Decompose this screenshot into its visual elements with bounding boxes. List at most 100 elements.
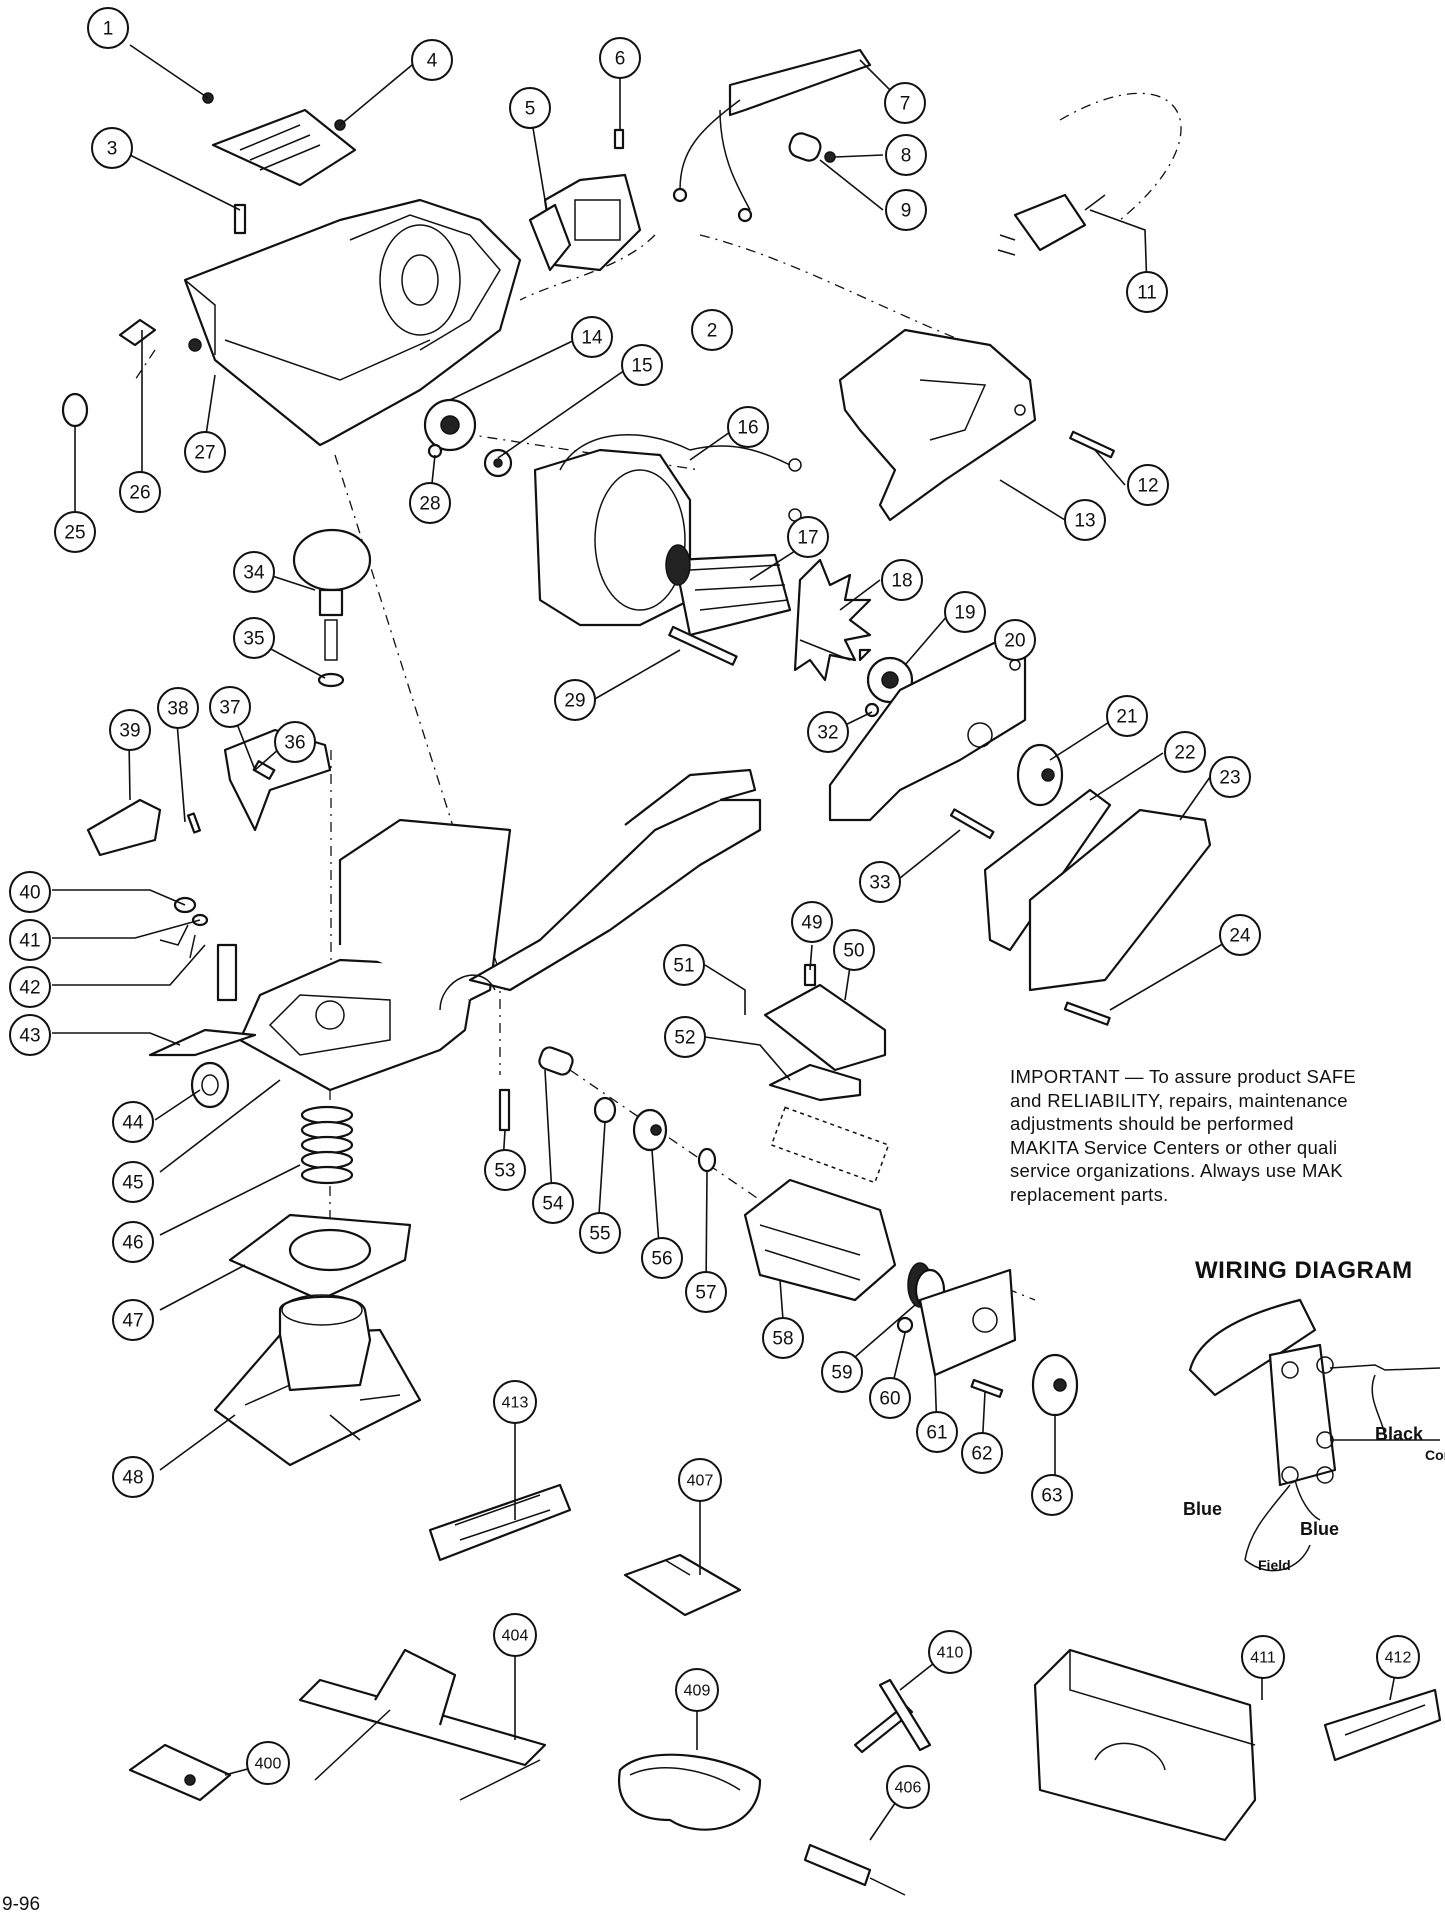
page-code: 9-96 <box>2 1894 41 1915</box>
callout-number: 48 <box>122 1468 143 1489</box>
pulley-shaft-parts <box>538 1046 717 1173</box>
callout-410: 410 <box>928 1630 972 1674</box>
callout-400: 400 <box>246 1741 290 1785</box>
callout-number: 52 <box>674 1028 695 1049</box>
callout-number: 28 <box>419 494 440 515</box>
notice-line: adjustments should be performed <box>1010 1113 1294 1134</box>
adjusting-knob <box>190 1061 230 1109</box>
callout-number: 56 <box>651 1249 672 1270</box>
callout-40: 40 <box>9 871 51 913</box>
callout-52: 52 <box>664 1016 706 1058</box>
callout-41: 41 <box>9 919 51 961</box>
wire-label-field: Field <box>1258 1557 1291 1573</box>
callout-number: 38 <box>167 699 188 720</box>
callout-number: 22 <box>1174 743 1195 764</box>
callout-36: 36 <box>274 721 316 763</box>
callout-number: 16 <box>737 418 758 439</box>
callout-43: 43 <box>9 1014 51 1056</box>
leader-lines <box>52 44 1399 1841</box>
callout-409: 409 <box>675 1668 719 1712</box>
callout-number: 5 <box>525 99 536 120</box>
callout-number: 12 <box>1137 476 1158 497</box>
callout-number: 9 <box>901 201 912 222</box>
callout-49: 49 <box>791 901 833 943</box>
callout-27: 27 <box>184 431 226 473</box>
callout-55: 55 <box>579 1212 621 1254</box>
bearing-box <box>828 638 1027 822</box>
callout-39: 39 <box>109 709 151 751</box>
callout-11: 11 <box>1126 271 1168 313</box>
wiring-diagram: Black Cor Blue Blue Field <box>1183 1298 1445 1573</box>
callout-14: 14 <box>571 316 613 358</box>
cord-clamp <box>788 132 836 163</box>
callout-17: 17 <box>787 516 829 558</box>
callout-number: 412 <box>1385 1650 1412 1667</box>
callout-number: 46 <box>122 1233 143 1254</box>
callout-number: 37 <box>219 698 240 719</box>
callout-12: 12 <box>1127 464 1169 506</box>
callout-group: 1234567891112131415161718192021222324252… <box>9 7 1420 1809</box>
callout-50: 50 <box>833 929 875 971</box>
callout-32: 32 <box>807 711 849 753</box>
callout-20: 20 <box>994 619 1036 661</box>
callout-number: 59 <box>831 1363 852 1384</box>
callout-23: 23 <box>1209 756 1251 798</box>
callout-number: 404 <box>502 1628 529 1645</box>
callout-number: 13 <box>1074 511 1095 532</box>
screws <box>61 92 1116 1398</box>
callout-number: 35 <box>243 629 264 650</box>
callout-22: 22 <box>1164 731 1206 773</box>
guide-rule-404 <box>298 1648 547 1801</box>
callout-25: 25 <box>54 511 96 553</box>
callout-number: 39 <box>119 721 140 742</box>
callout-number: 17 <box>797 528 818 549</box>
safety-goggles <box>618 1753 762 1831</box>
callout-411: 411 <box>1241 1635 1285 1679</box>
callout-number: 15 <box>631 356 652 377</box>
callout-number: 45 <box>122 1173 143 1194</box>
callout-number: 54 <box>542 1194 564 1215</box>
callout-7: 7 <box>884 82 926 124</box>
callout-number: 7 <box>900 94 911 115</box>
callout-33: 33 <box>859 861 901 903</box>
callout-number: 36 <box>284 733 305 754</box>
callout-number: 32 <box>817 723 838 744</box>
bearings <box>423 398 914 704</box>
callout-number: 60 <box>879 1389 900 1410</box>
callout-18: 18 <box>881 559 923 601</box>
callout-number: 20 <box>1004 631 1025 652</box>
callout-number: 61 <box>926 1423 947 1444</box>
callout-46: 46 <box>112 1221 154 1263</box>
callout-number: 55 <box>589 1224 610 1245</box>
callout-54: 54 <box>532 1182 574 1224</box>
drive-belt-group <box>983 743 1212 992</box>
spare-blades <box>1323 1688 1442 1762</box>
callout-number: 6 <box>615 49 626 70</box>
callout-number: 58 <box>772 1329 793 1350</box>
wing-nut-400 <box>128 1743 232 1802</box>
notice-line: replacement parts. <box>1010 1183 1169 1205</box>
callout-413: 413 <box>493 1380 537 1424</box>
callout-number: 27 <box>194 443 215 464</box>
callout-number: 24 <box>1229 926 1251 947</box>
callout-24: 24 <box>1219 914 1261 956</box>
callout-3: 3 <box>91 127 133 169</box>
callout-number: 49 <box>801 913 822 934</box>
drum-cover <box>763 983 887 1102</box>
switch-assembly <box>528 173 642 272</box>
callout-number: 25 <box>64 523 85 544</box>
callout-1: 1 <box>87 7 129 49</box>
motor-housing <box>183 198 522 447</box>
notice-line: service organizations. Always use MAK <box>1010 1160 1343 1181</box>
callout-number: 409 <box>684 1683 711 1700</box>
callout-59: 59 <box>821 1351 863 1393</box>
callout-407: 407 <box>678 1458 722 1502</box>
notice-line: and RELIABILITY, repairs, maintenance <box>1010 1089 1348 1111</box>
callout-number: 51 <box>673 956 694 977</box>
callout-number: 26 <box>129 483 150 504</box>
callout-number: 413 <box>502 1395 529 1412</box>
compression-spring <box>300 1105 354 1185</box>
front-base <box>213 1294 422 1467</box>
callout-29: 29 <box>554 679 596 721</box>
